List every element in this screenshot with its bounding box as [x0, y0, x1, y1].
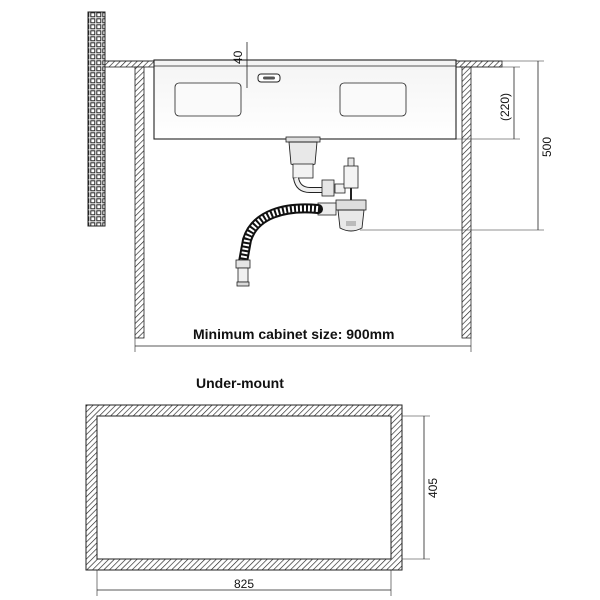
bottle-trap [317, 199, 367, 232]
dimension-cutout-height: 405 [402, 415, 440, 560]
basin-window-right [339, 82, 407, 117]
sink-basin [153, 59, 457, 140]
cutout-view: Under-mount 405 825 [85, 375, 440, 596]
dimension-cabinet-width: Minimum cabinet size: 900mm [134, 326, 472, 352]
dimension-thickness-label: 40 [231, 50, 245, 64]
cabinet-left-panel [134, 66, 145, 339]
front-view: 40 (220) 500 Minimum cabinet size: 900mm [87, 11, 554, 352]
basin-window-left [174, 82, 242, 117]
dimension-thickness: 40 [231, 42, 248, 88]
cutout-frame [85, 404, 403, 571]
dimension-sink-depth: (220) [456, 66, 520, 140]
dimension-sink-depth-label: (220) [498, 93, 512, 121]
dimension-cutout-width: 825 [96, 570, 392, 596]
dimension-cabinet-height: 500 [360, 60, 554, 231]
wall [87, 11, 106, 227]
dimension-cutout-width-label: 825 [234, 577, 254, 591]
drain-assembly [285, 136, 359, 200]
cutout-title: Under-mount [196, 375, 284, 391]
cabinet-caption: Minimum cabinet size: 900mm [193, 326, 395, 342]
cabinet-right-panel [461, 66, 472, 339]
dimension-cabinet-height-label: 500 [540, 137, 554, 157]
dimension-cutout-height-label: 405 [426, 478, 440, 498]
flexible-hose [235, 203, 323, 287]
